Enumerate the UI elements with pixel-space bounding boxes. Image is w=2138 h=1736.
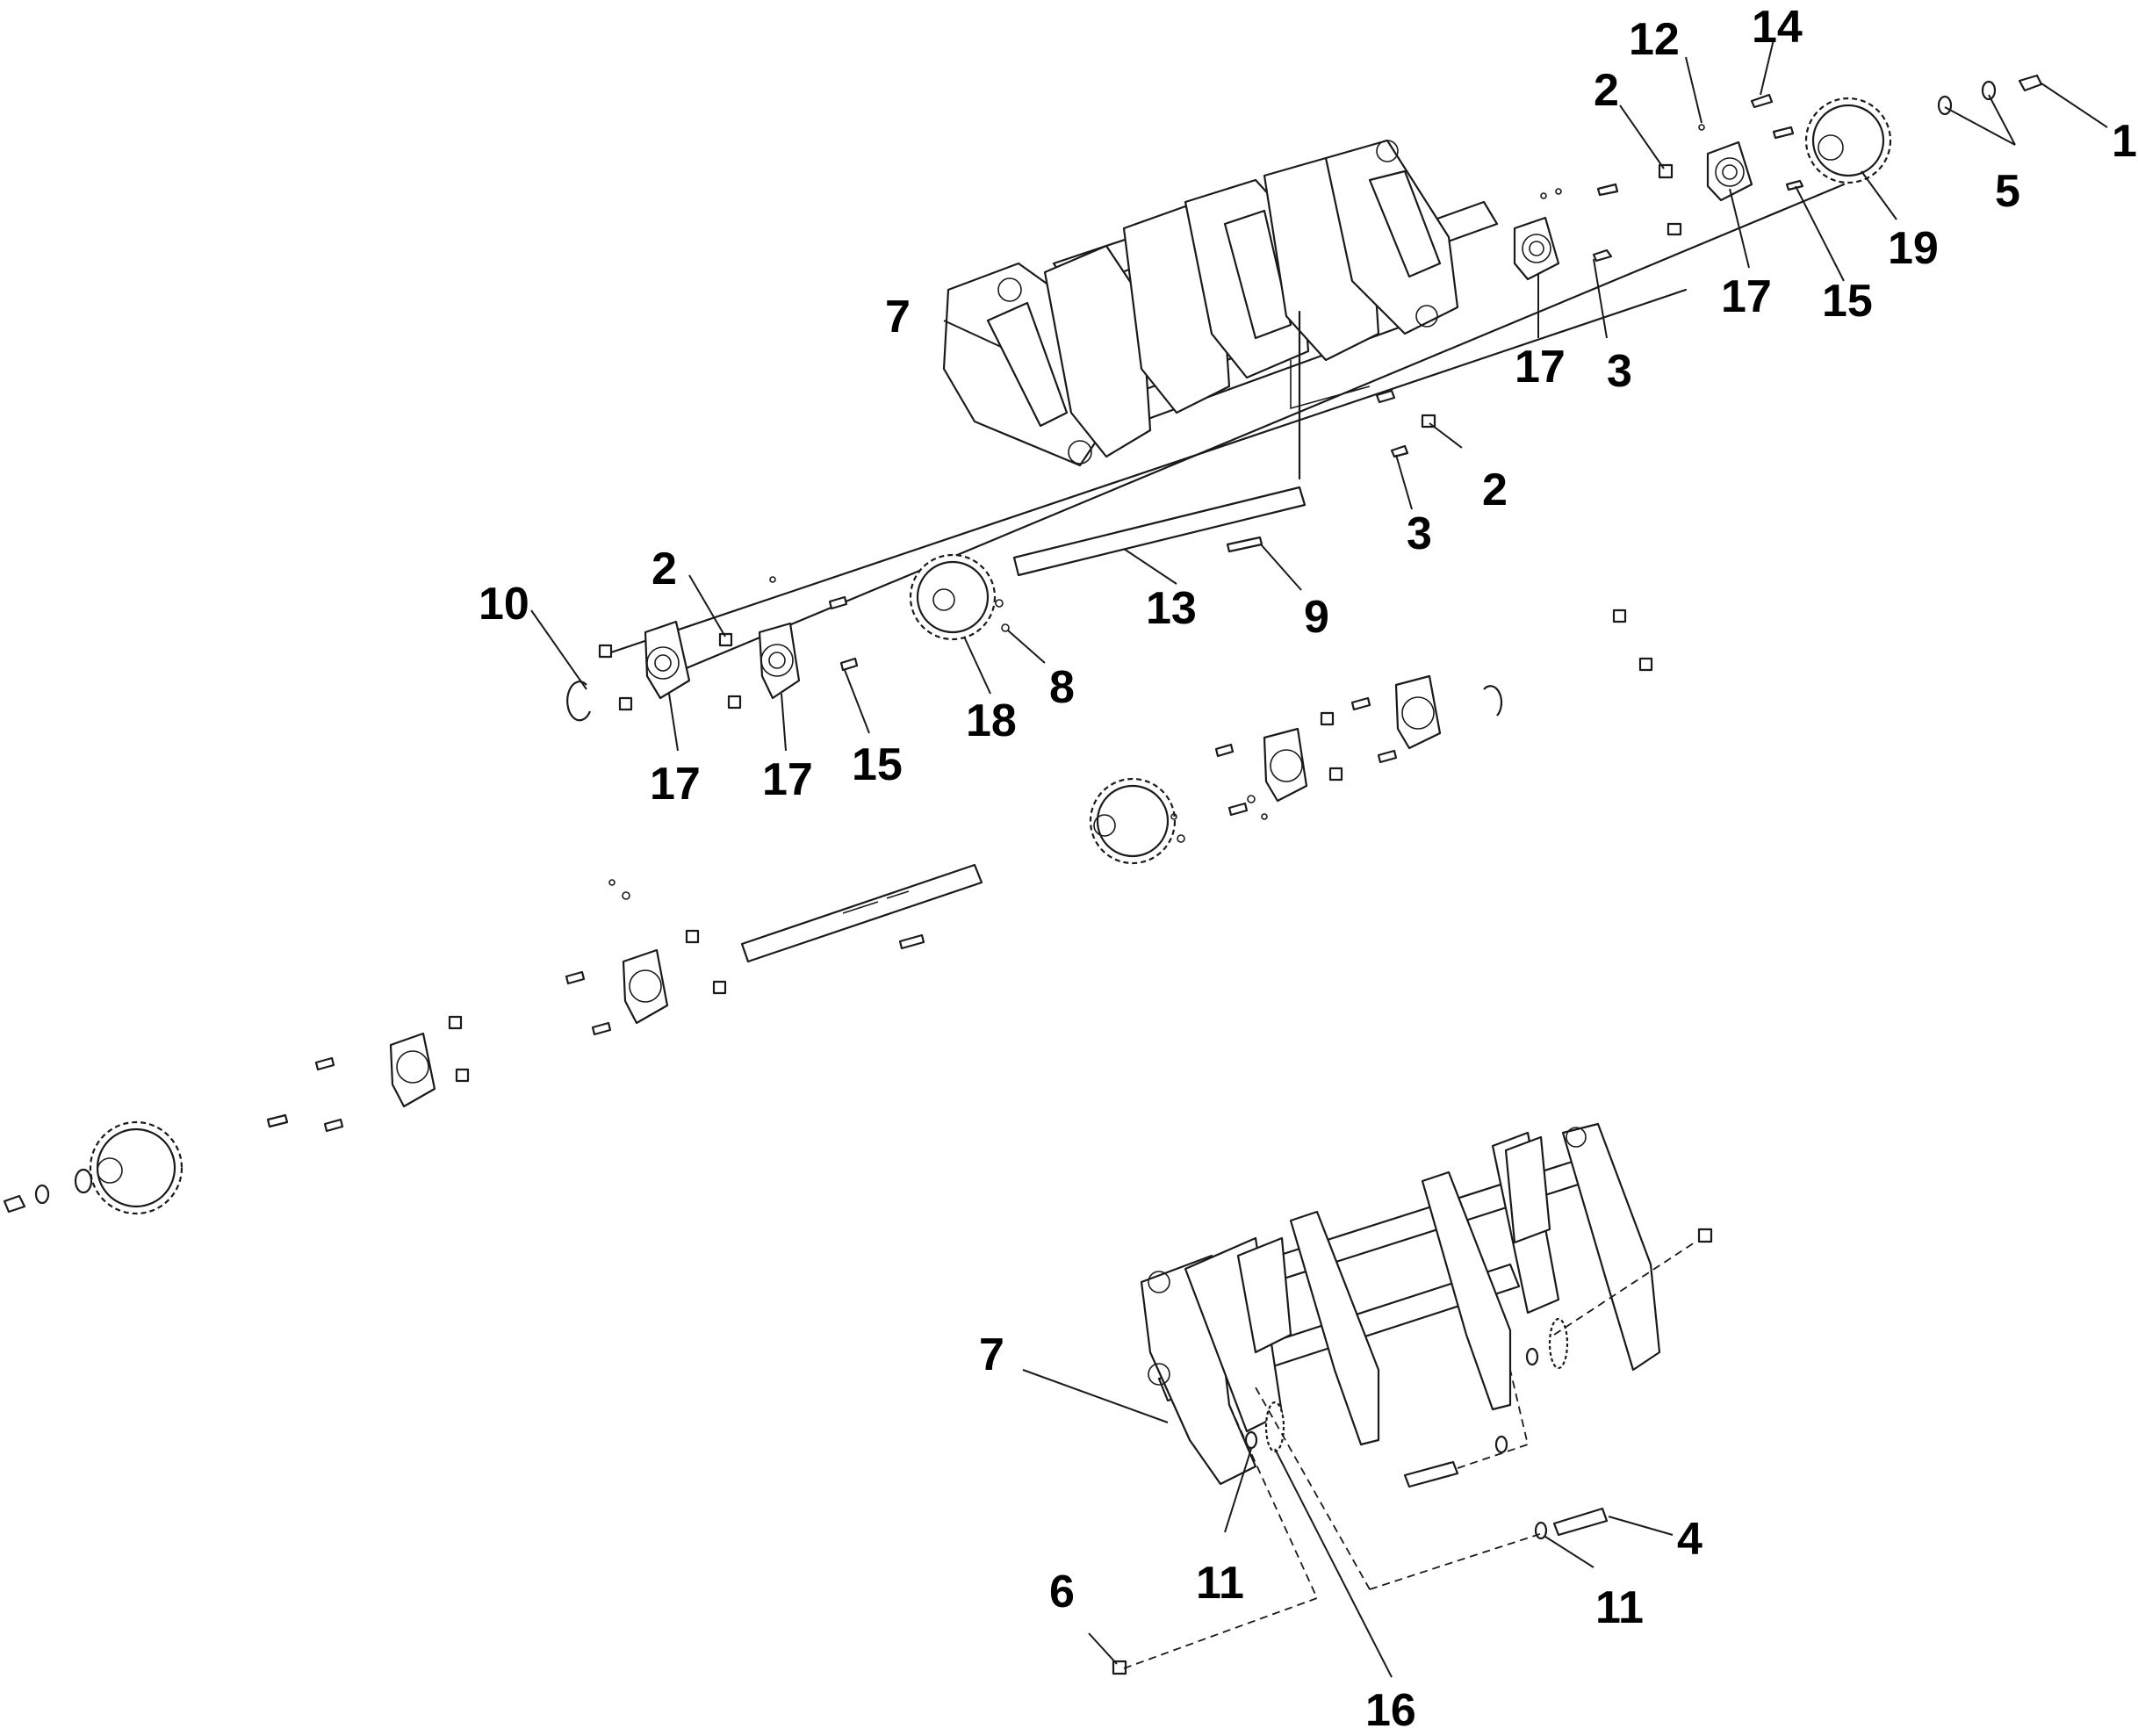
callout-14: 14 — [1752, 2, 1803, 53]
callout-17: 17 — [1721, 271, 1772, 322]
sprocket-16 — [1264, 1401, 1285, 1453]
bearing-flange-centre-b — [1394, 674, 1442, 750]
lower-frame — [1140, 1122, 1661, 1486]
callout-15: 15 — [852, 739, 903, 790]
sprocket-lower-left — [89, 1120, 184, 1215]
callout-numbers: 1 2 2 2 2 3 3 4 5 6 7 7 8 9 10 11 11 12 … — [479, 2, 2137, 1736]
callout-1: 1 — [2112, 116, 2137, 167]
callout-17: 17 — [762, 754, 813, 805]
bolt-4 — [1552, 1507, 1609, 1537]
nut-2-upper — [1658, 163, 1674, 179]
shaft-axis-lines — [604, 183, 1846, 678]
callout-2: 2 — [1594, 65, 1619, 116]
callout-7: 7 — [885, 292, 911, 342]
callout-9: 9 — [1304, 592, 1329, 643]
washer-5b — [1981, 80, 1997, 101]
callout-4: 4 — [1677, 1514, 1702, 1565]
bolt-1 — [2018, 74, 2043, 92]
bearing-flange-lower-b — [389, 1032, 436, 1108]
retaining-ring-10 — [566, 681, 592, 722]
callout-12: 12 — [1629, 14, 1680, 65]
callout-16: 16 — [1365, 1685, 1416, 1736]
bearing-flange-upper-b — [1706, 140, 1753, 202]
callout-10: 10 — [479, 579, 529, 630]
callout-3: 3 — [1607, 346, 1632, 397]
callout-8: 8 — [1049, 662, 1075, 713]
callout-6: 6 — [1049, 1567, 1075, 1617]
leader-lines — [530, 39, 2108, 1678]
washer-5a — [1937, 95, 1953, 116]
bolt-lower — [1403, 1460, 1459, 1488]
upper-frame — [942, 139, 1499, 467]
callout-13: 13 — [1146, 583, 1197, 634]
sprocket-19 — [1804, 97, 1892, 184]
bearing-flange-left-a — [644, 620, 691, 700]
sprocket-18 — [909, 553, 997, 641]
key-9 — [1226, 536, 1263, 553]
callout-5: 5 — [1995, 166, 2020, 217]
sprocket-centre — [1089, 777, 1177, 865]
callout-19: 19 — [1888, 223, 1939, 274]
bearing-flange-upper-a — [1513, 216, 1560, 281]
shaft-13 — [1012, 486, 1307, 577]
callout-17: 17 — [1515, 342, 1566, 393]
drive-shaft — [740, 863, 983, 963]
key-14 — [1750, 93, 1774, 109]
callout-11: 11 — [1595, 1582, 1644, 1633]
callout-3: 3 — [1407, 508, 1432, 559]
callout-2: 2 — [1482, 465, 1508, 515]
callout-15: 15 — [1822, 276, 1873, 327]
washer-11b — [1534, 1521, 1548, 1540]
bearing-flange-lower-a — [622, 948, 669, 1025]
washer-11a — [1244, 1430, 1258, 1450]
callout-7: 7 — [979, 1329, 1004, 1380]
bearing-flange-left-b — [758, 622, 801, 700]
callout-11: 11 — [1196, 1558, 1244, 1609]
bearing-flange-centre-a — [1263, 727, 1308, 803]
callout-2: 2 — [651, 544, 677, 594]
callout-18: 18 — [966, 695, 1017, 746]
callout-17: 17 — [650, 759, 701, 810]
